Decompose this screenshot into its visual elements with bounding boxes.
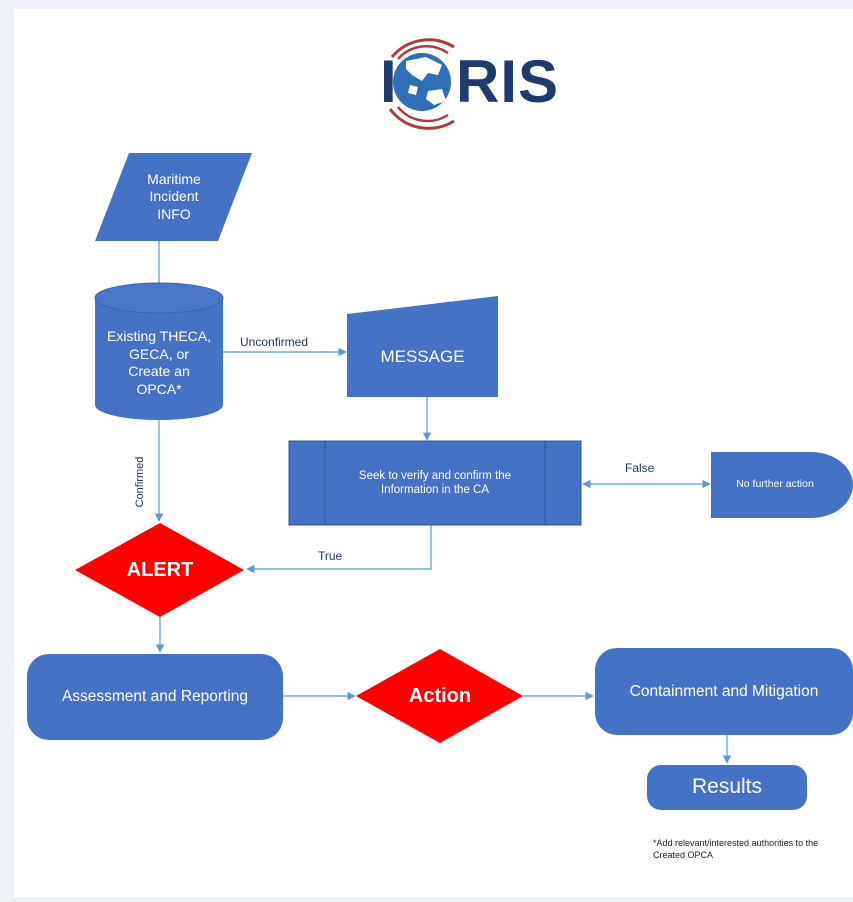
containment-node: Containment and Mitigation [629, 682, 819, 700]
globe-continent-oceania [426, 89, 446, 105]
input-line-1: Maritime [147, 170, 201, 187]
globe-continent-islands [408, 85, 418, 95]
input-line-2: Incident [149, 188, 199, 205]
database-cylinder-shape [94, 282, 224, 420]
assessment-terminal-shape [27, 654, 283, 740]
database-line-4: OPCA* [136, 380, 182, 397]
action-node: Action [408, 684, 472, 707]
verify-node: Seek to verify and confirm the Informati… [358, 469, 512, 496]
alert-node: ALERT [126, 558, 194, 581]
database-line-1: Existing THECA, [107, 328, 211, 344]
assessment-node: Assessment and Reporting [61, 688, 249, 706]
flowchart [27, 38, 853, 810]
logo-ring-outer-top [390, 38, 455, 58]
logo-ring-outer-bottom [388, 108, 455, 130]
no-action-node: No further action [736, 478, 814, 491]
edge-label-true: True [318, 549, 343, 563]
globe-continent-asia [406, 57, 442, 81]
diagram-canvas: I RIS Maritime Incident INFO Existing TH… [14, 9, 853, 897]
action-diamond-shape [356, 649, 523, 743]
edge-label-false: False [625, 461, 655, 475]
input-node: Maritime Incident INFO [114, 159, 234, 235]
results-node: Results [691, 775, 763, 799]
connectors [154, 241, 732, 764]
database-node: Existing THECA, GECA, or Create an OPCA* [95, 317, 223, 409]
database-line-3: Create an [128, 363, 190, 379]
logo-ring-inner-top [397, 45, 449, 60]
connector-true [246, 525, 432, 574]
footnote: *Add relevant/interested authorities to … [653, 838, 819, 861]
input-line-3: INFO [157, 205, 191, 222]
results-terminal-shape [647, 765, 807, 810]
message-node: MESSAGE [380, 347, 465, 367]
containment-terminal-shape [595, 648, 853, 735]
ioris-logo [388, 38, 455, 130]
edge-label-confirmed: Confirmed [134, 456, 146, 508]
logo-letter-i: I [380, 48, 398, 115]
database-line-2: GECA, or [129, 345, 189, 362]
no-action-delay-shape [711, 452, 853, 518]
verify-process-shape [288, 440, 582, 526]
edge-label-unconfirmed: Unconfirmed [240, 335, 309, 349]
alert-diamond-shape [75, 523, 244, 617]
input-parallelogram-shape [95, 153, 252, 241]
logo-ring-inner-bottom [397, 106, 449, 123]
message-manual-input-shape [347, 296, 498, 397]
logo-letters-ris: RIS [456, 48, 560, 115]
